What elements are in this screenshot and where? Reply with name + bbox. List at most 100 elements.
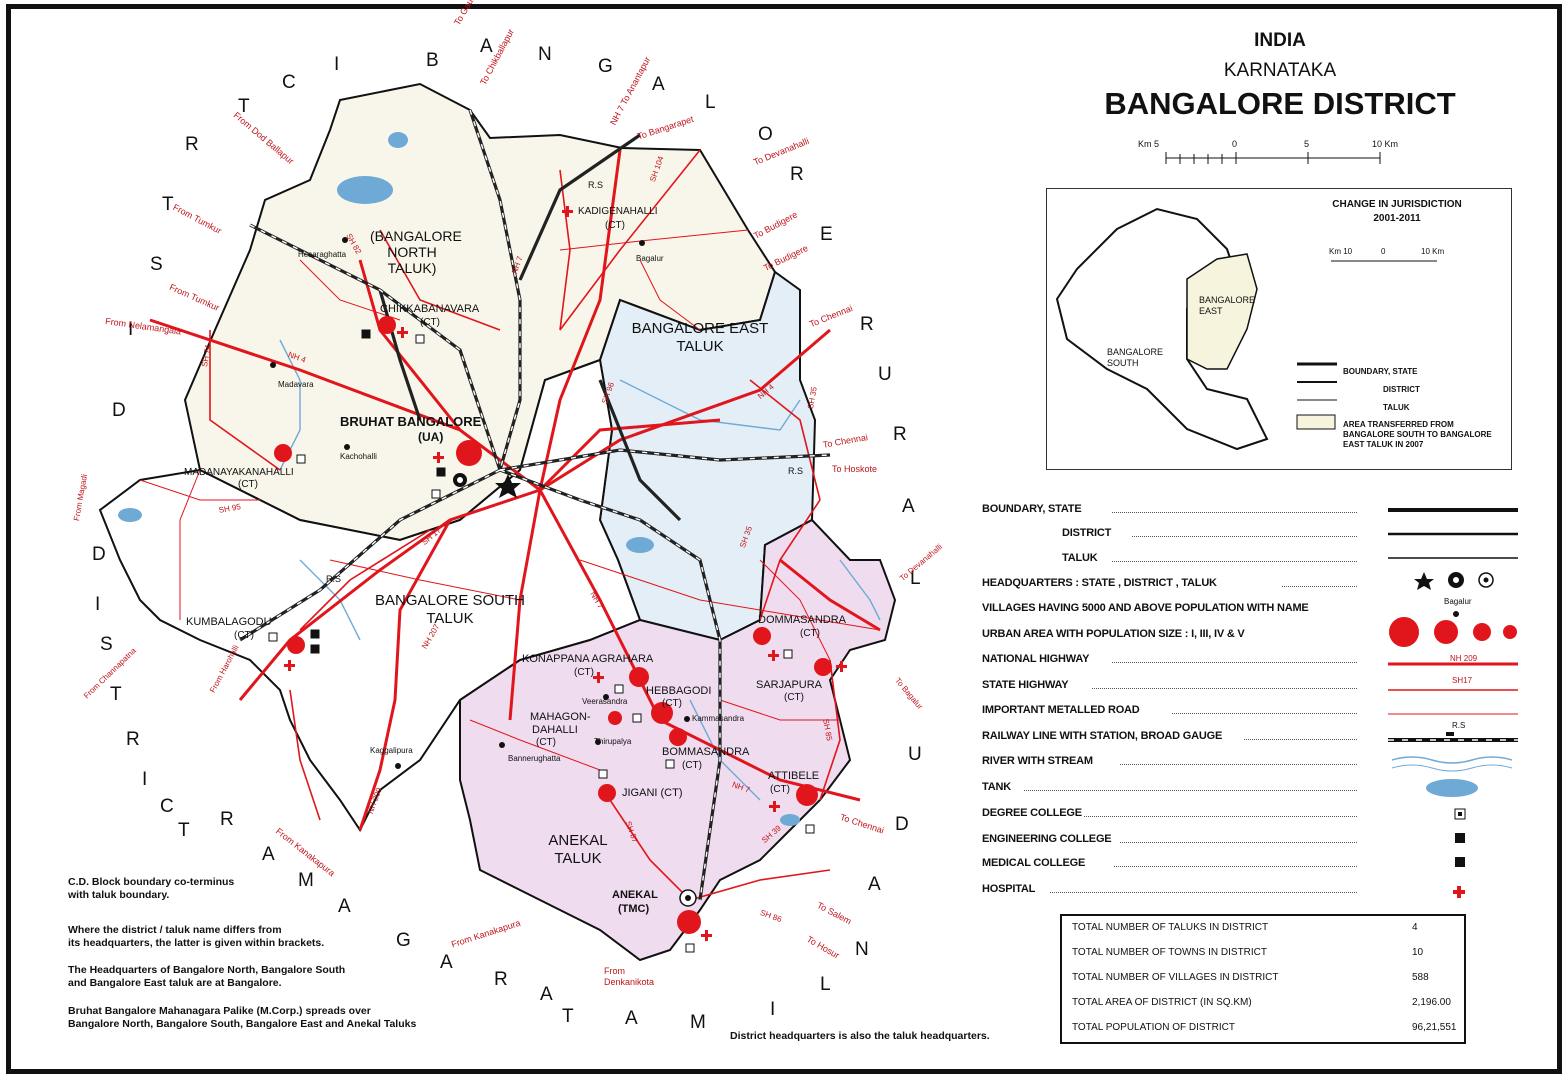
place-sarjapura: SARJAPURA — [756, 679, 823, 691]
title-district: BANGALORE DISTRICT — [1104, 86, 1456, 121]
svg-text:I: I — [128, 319, 133, 340]
svg-text:O: O — [758, 124, 773, 145]
engineering-college-icon — [361, 329, 371, 339]
note-name-differs: Where the district / taluk name differs … — [68, 924, 325, 949]
svg-text:G: G — [396, 930, 411, 951]
place-bommasandra-ct: (CT) — [682, 760, 702, 771]
taluk-label-north: (BANGALORE NORTH TALUK) — [370, 228, 462, 276]
place-attibele-ct: (CT) — [770, 784, 790, 795]
legend-sample-nh: NH 209 — [1450, 654, 1478, 663]
svg-text:R: R — [185, 134, 199, 155]
place-jigani: JIGANI (CT) — [622, 787, 683, 799]
national-highways — [149, 149, 881, 831]
degree-college-icon — [296, 454, 306, 464]
svg-text:L: L — [820, 974, 831, 995]
place-kadigenahalli-ct: (CT) — [605, 220, 625, 231]
title-country: INDIA — [1254, 30, 1306, 51]
svg-text:I: I — [334, 54, 339, 75]
urban-dot-madanayakanahalli — [274, 444, 292, 462]
svg-text:T: T — [238, 96, 250, 117]
svg-text:R: R — [220, 809, 234, 830]
svg-text:A: A — [652, 74, 665, 95]
headquarters-symbols — [453, 473, 697, 907]
urban-dot-anekal — [677, 910, 701, 934]
inset-scale-10km: 10 Km — [1421, 247, 1445, 256]
svg-text:A: A — [868, 874, 881, 895]
medical-college-icon — [436, 467, 446, 477]
svg-text:R: R — [860, 314, 874, 335]
inset-legend-state: BOUNDARY, STATE — [1343, 367, 1418, 376]
map-frame — [6, 4, 1562, 1074]
hospital-icon — [701, 930, 712, 941]
village-kammasandra: Kammasandra — [692, 714, 745, 723]
villages — [270, 237, 690, 769]
urban-dot-bruhat — [456, 440, 482, 466]
urban-dot-dommasandra — [753, 627, 771, 645]
hospital-icon — [433, 452, 444, 463]
svg-text:D: D — [112, 400, 126, 421]
village-bannerughatta: Bannerughatta — [508, 754, 561, 763]
svg-text:L: L — [705, 92, 716, 113]
urban-dot-kumbalagodu — [287, 636, 305, 654]
place-mahagon-ct: (CT) — [536, 737, 556, 748]
legend-row-headquarters: HEADQUARTERS : STATE , DISTRICT , TALUK — [982, 574, 1532, 596]
svg-text:M: M — [298, 870, 314, 891]
svg-text:T: T — [110, 684, 122, 705]
taluk-label-east: BANGALORE EAST TALUK — [631, 320, 769, 355]
svg-text:T: T — [162, 194, 174, 215]
place-hebbagodi: HEBBAGODI — [646, 685, 712, 697]
inset-legend-taluk: TALUK — [1383, 403, 1410, 412]
svg-text:R: R — [494, 969, 508, 990]
svg-text:A: A — [480, 36, 493, 57]
degree-college-icon — [415, 334, 425, 344]
tank — [337, 176, 393, 204]
svg-text:L: L — [910, 568, 921, 589]
svg-text:I: I — [95, 594, 100, 615]
svg-text:T: T — [178, 820, 190, 841]
village-hesaraghatta: Hesaraghatta — [298, 250, 347, 259]
place-sarjapura-ct: (CT) — [784, 692, 804, 703]
legend-sample-sh: SH17 — [1452, 676, 1473, 685]
place-kumbalagodu: KUMBALAGODU — [186, 616, 272, 628]
urban-dot-bommasandra — [669, 728, 687, 746]
totals-row: TOTAL AREA OF DISTRICT (IN SQ.KM)2,196.0… — [1072, 997, 1451, 1008]
svg-text:M: M — [690, 1012, 706, 1033]
svg-text:G: G — [598, 56, 613, 77]
road-to-hoskote: To Hoskote — [832, 464, 878, 474]
inset-legend-transferred: AREA TRANSFERRED FROM BANGALORE SOUTH TO… — [1343, 420, 1492, 449]
place-bruhat: BRUHAT BANGALORE — [340, 414, 482, 429]
degree-college-icon — [685, 943, 695, 953]
legend-sample-village: Bagalur — [1444, 597, 1472, 606]
hospital-icon — [397, 327, 408, 338]
place-anekal-tmc: (TMC) — [618, 903, 650, 915]
metalled-roads — [139, 229, 881, 771]
degree-college-icon — [783, 649, 793, 659]
road-from-denkanikota: From Denkanikota — [604, 966, 655, 987]
svg-text:C: C — [160, 796, 174, 817]
railway-station-label: R.S — [588, 180, 604, 190]
svg-text:A: A — [540, 984, 553, 1005]
svg-text:C: C — [282, 72, 296, 93]
hospital-icon — [284, 660, 295, 671]
south-taluk-area — [98, 358, 642, 832]
svg-text:N: N — [538, 44, 552, 65]
note-cd-block: C.D. Block boundary co-terminus with tal… — [68, 876, 235, 901]
svg-text:S: S — [150, 254, 163, 275]
urban-dot-hebbagodi — [651, 702, 673, 724]
taluk-label-south: BANGALORE SOUTH TALUK — [374, 592, 526, 627]
engineering-college-icon — [310, 629, 320, 639]
scale-label-0: 0 — [1232, 139, 1238, 149]
legend-row-engineering-college: ENGINEERING COLLEGE — [982, 830, 1532, 852]
place-dommasandra: DOMMASANDRA — [758, 614, 847, 626]
place-chikkabanavara: CHIKKABANAVARA — [380, 303, 480, 315]
inset-scale-km10: Km 10 — [1329, 247, 1353, 256]
degree-college-icon — [268, 632, 278, 642]
legend-row-urban-area: URBAN AREA WITH POPULATION SIZE : I, III… — [982, 628, 1245, 640]
degree-college-icon — [665, 759, 675, 769]
legend-symbols — [1388, 508, 1518, 898]
hospitals — [284, 206, 847, 941]
